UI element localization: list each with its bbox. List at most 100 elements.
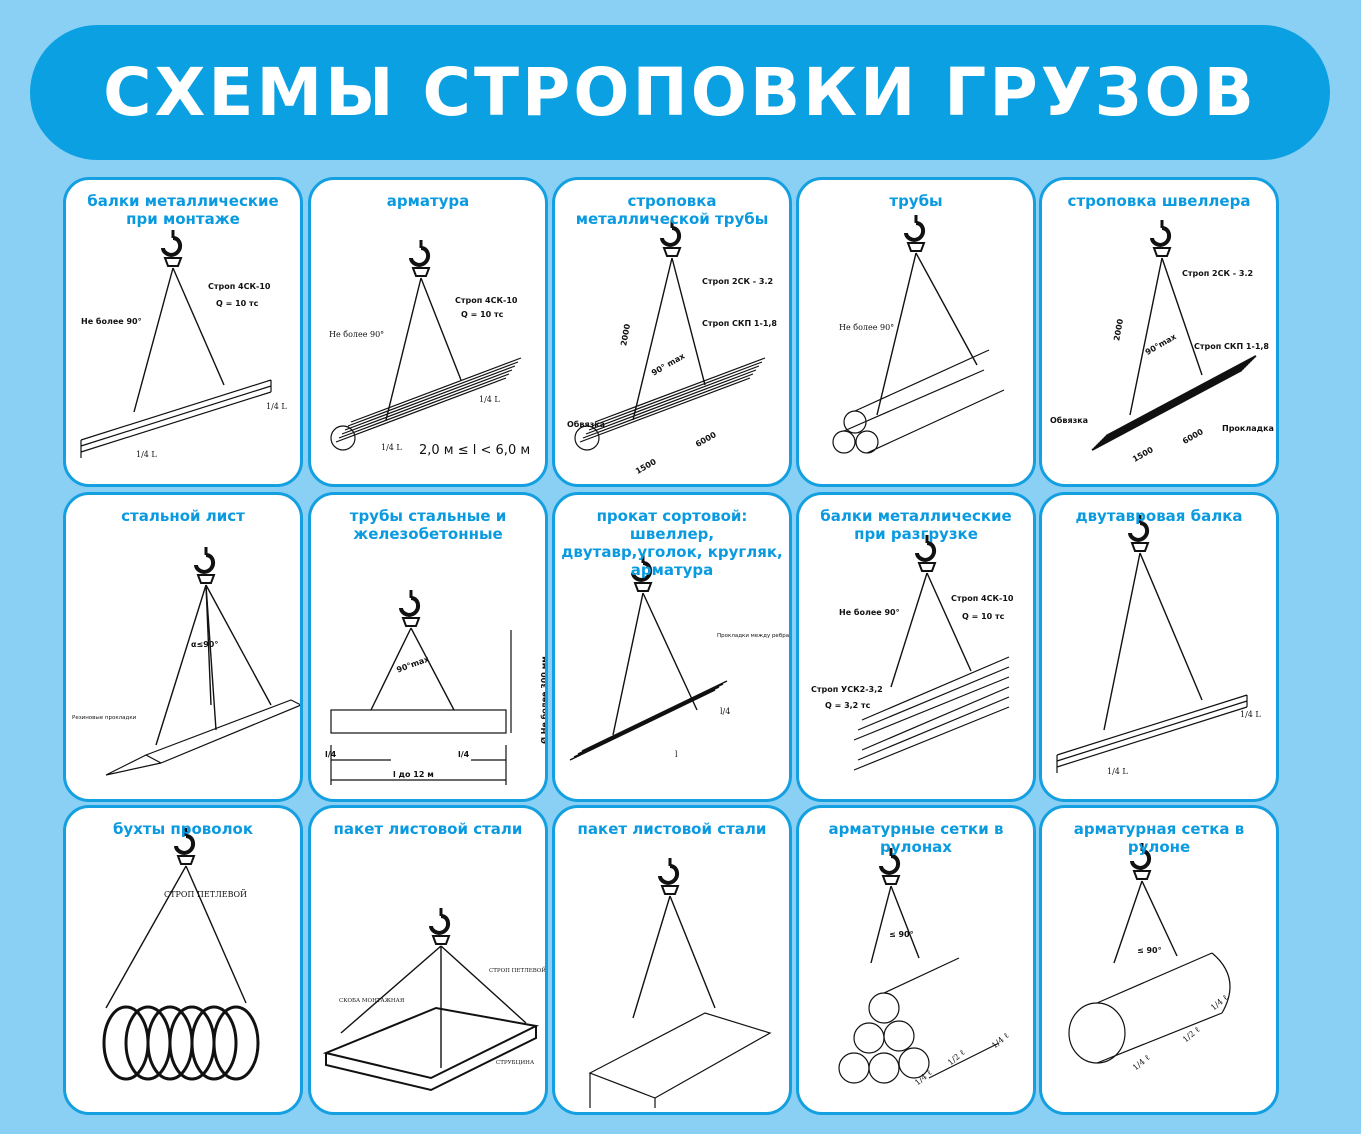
crane-hook-icon xyxy=(631,555,653,592)
rebar-bundle-load xyxy=(588,365,760,431)
diagram-label: 1/4 L xyxy=(1240,710,1261,719)
bundle-end xyxy=(330,425,356,451)
sling-line xyxy=(205,584,212,706)
rebar-bundle-load xyxy=(594,357,766,423)
beam-stack-load xyxy=(857,666,1010,731)
poster-title: СХЕМЫ СТРОПОВКИ ГРУЗОВ xyxy=(103,54,1257,131)
diagram-label: α≤90° xyxy=(191,640,219,649)
sling-line xyxy=(876,252,917,416)
diagram-label: ≤ 90° xyxy=(1137,946,1162,955)
sling-line xyxy=(1161,257,1203,376)
diagram-label: Строп 2СК - 3.2 xyxy=(1182,269,1254,278)
crane-hook-icon xyxy=(660,220,682,257)
wire-coil-load xyxy=(190,1005,238,1081)
slinging-scheme-card: пакет листовой стали xyxy=(552,805,792,1115)
slinging-diagram xyxy=(574,220,766,451)
sling-line xyxy=(205,584,272,706)
slinging-diagram xyxy=(838,848,1000,1084)
diagram-label: Строп СКП 1-1,8 xyxy=(1194,342,1269,351)
poster-title-bar: СХЕМЫ СТРОПОВКИ ГРУЗОВ xyxy=(30,25,1330,160)
slinging-diagram xyxy=(330,590,512,785)
sling-line xyxy=(870,885,892,964)
sling-line xyxy=(915,252,978,366)
beam-stack-load xyxy=(853,706,1010,771)
card-title: арматурные сетки в рулонах xyxy=(828,820,1004,856)
sheet-pack-load xyxy=(322,1006,540,1092)
rebar-bundle-load xyxy=(338,373,510,439)
sling-line xyxy=(370,627,412,711)
slinging-diagram xyxy=(588,858,772,1108)
crane-hook-icon xyxy=(429,908,451,945)
beam-stack-load xyxy=(861,686,1010,751)
beam-stack-load xyxy=(857,696,1010,761)
slinging-diagram xyxy=(105,547,300,776)
mesh-roll-load xyxy=(883,1020,915,1052)
section-steel-load xyxy=(581,680,728,752)
card-title: балки металлические при монтаже xyxy=(87,192,279,228)
sling-line xyxy=(1103,552,1141,731)
slinging-scheme-card: прокат сортовой: швеллер, двутавр,уголок… xyxy=(552,492,792,802)
rebar-bundle-load xyxy=(347,361,519,427)
sling-line xyxy=(105,865,187,1009)
sling-line xyxy=(612,592,644,736)
diagram-label: Не более 90° xyxy=(839,608,900,617)
rebar-bundle-load xyxy=(341,369,513,435)
card-title: стальной лист xyxy=(121,507,245,525)
diagram-label: Строп 2СК - 3.2 xyxy=(702,277,774,286)
rebar-bundle-load xyxy=(585,369,757,435)
crane-hook-icon xyxy=(161,230,183,267)
slinging-diagram xyxy=(322,908,540,1092)
diagram-label: 1/4 L xyxy=(1107,767,1128,776)
diagram-label: Ø Не более 300 мм xyxy=(539,656,548,744)
card-title: двутавровая балка xyxy=(1075,507,1243,525)
slinging-diagram xyxy=(1068,843,1231,1064)
section-steel-load xyxy=(577,683,724,755)
slinging-scheme-card: двутавровая балка 1/4 L 1/4 L xyxy=(1039,492,1279,802)
sling-line xyxy=(671,257,706,386)
diagram-label: Строп 4СК-10 xyxy=(208,282,271,291)
sling-line xyxy=(642,592,698,711)
sheet-pack-load xyxy=(588,1012,772,1108)
diagram-label: Строп 4СК-10 xyxy=(455,296,518,305)
rebar-bundle-load xyxy=(591,361,763,427)
slinging-diagram xyxy=(1091,220,1257,451)
diagram-label: l/4 xyxy=(325,750,337,759)
crane-hook-icon xyxy=(658,858,680,895)
diagram-label: l xyxy=(675,750,678,759)
crane-hook-icon xyxy=(904,215,926,252)
sling-line xyxy=(340,945,442,1034)
dimension-lines xyxy=(330,630,512,785)
diagram-label: l/4 xyxy=(720,707,731,716)
card-title: трубы стальные и железобетонные xyxy=(349,507,507,543)
pipe-body-load xyxy=(843,349,1005,454)
mesh-roll-load xyxy=(898,1047,930,1079)
diagram-label: 1/4 L xyxy=(136,450,157,459)
diagram-label: СТРУБЦИНА xyxy=(496,1060,535,1066)
diagram-label: ≤ 90° xyxy=(889,930,914,939)
diagram-label: Q = 10 тс xyxy=(216,299,259,308)
sling-line xyxy=(1141,880,1178,957)
diagram-label: Прокладки между ребрами и канатом xyxy=(717,633,790,639)
diagram-label: Не более 90° xyxy=(81,317,142,326)
section-steel-load xyxy=(573,686,720,758)
section-steel-load xyxy=(569,689,716,761)
diagram-label: Строп СКП 1-1,8 xyxy=(702,319,777,328)
sling-line xyxy=(632,895,671,1019)
sling-line xyxy=(133,267,174,413)
sling-line xyxy=(440,945,527,1024)
sling-line xyxy=(890,572,928,688)
card-title: балки металлические при разгрузке xyxy=(820,507,1012,543)
crane-hook-icon xyxy=(1128,515,1150,552)
rebar-bundle-load xyxy=(579,377,751,443)
sling-line xyxy=(632,257,673,421)
mesh-roll-body xyxy=(1096,952,1231,1064)
mesh-roll-load xyxy=(838,1052,870,1084)
diagram-label: Q = 10 тс xyxy=(962,612,1005,621)
i-beam-load xyxy=(1056,694,1248,773)
diagram-label: СТРОП ПЕТЛЕВОЙ xyxy=(489,968,547,974)
